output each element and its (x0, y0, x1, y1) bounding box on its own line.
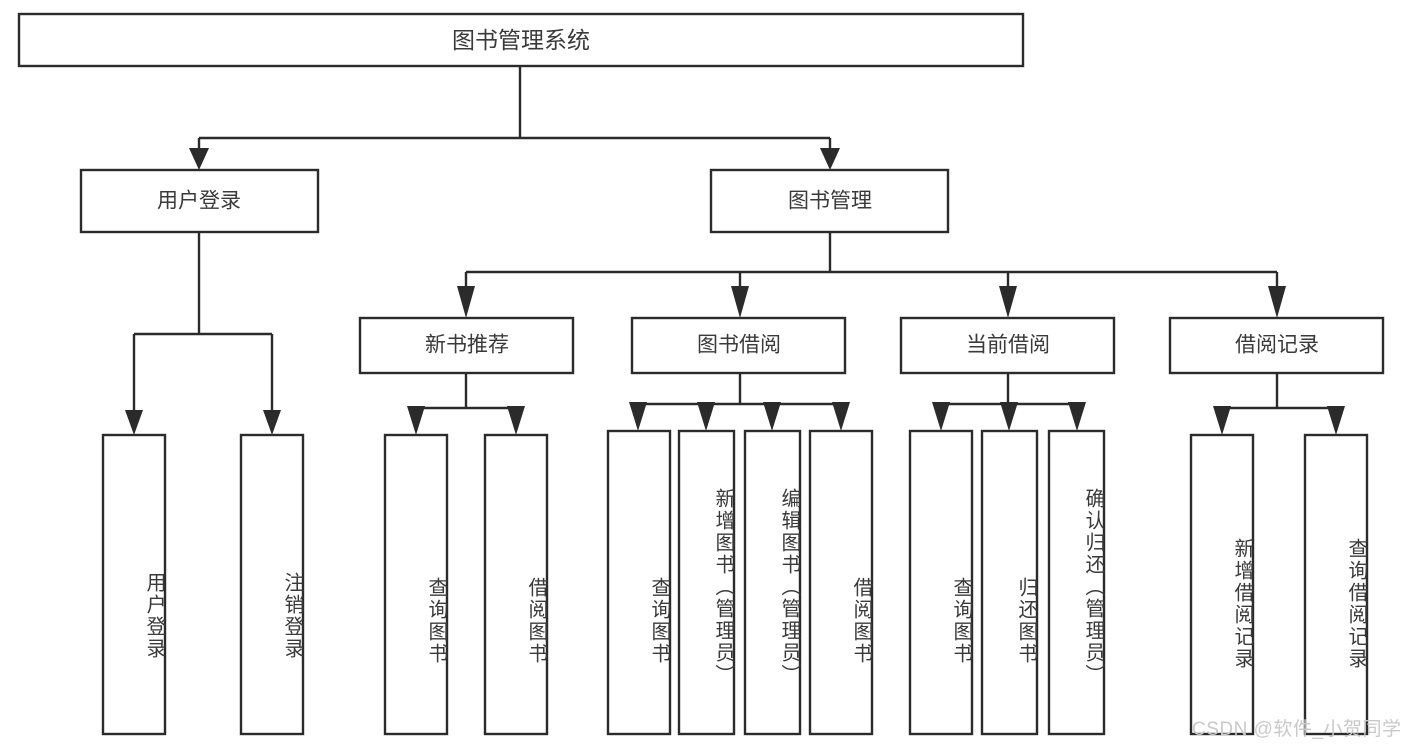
leaf-box-user-login-1[interactable] (239, 433, 305, 736)
leaf-box-current-borrow-0[interactable] (908, 429, 974, 736)
arrowhead-leaf-logout (263, 410, 281, 435)
leaf-box-book-borrow-3[interactable] (808, 429, 874, 736)
arrowhead-br-leaf-1 (1213, 406, 1231, 435)
node-borrow-record[interactable] (1168, 316, 1385, 375)
arrowhead-bb-leaf-2 (697, 402, 715, 431)
arrowhead-bb-leaf-1 (629, 402, 647, 431)
leaf-box-new-book-1[interactable] (483, 433, 549, 736)
node-root[interactable] (17, 12, 1025, 68)
leaf-box-user-login-0[interactable] (101, 433, 167, 736)
leaf-box-book-borrow-1[interactable] (677, 429, 736, 736)
horizontal-labels-layer: 图书管理系统 用户登录 图书管理 新书推荐 图书借阅 当前借阅 借阅记录 (157, 27, 1319, 356)
node-user-login[interactable] (79, 168, 320, 234)
arrowhead-borrow-record (1268, 286, 1286, 318)
arrowhead-book-borrow (731, 286, 749, 318)
node-user-login-label: 用户登录 (157, 190, 241, 213)
leaf-box-book-borrow-0[interactable] (606, 429, 672, 736)
leaf-box-borrow-record-1[interactable] (1303, 433, 1369, 736)
node-book-management-label: 图书管理 (788, 190, 872, 213)
node-current-borrow-label: 当前借阅 (966, 334, 1050, 357)
node-book-management[interactable] (709, 168, 950, 234)
arrowhead-br-leaf-2 (1327, 406, 1345, 435)
watermark-text: CSDN @软件_小贺同学 (1192, 719, 1402, 740)
node-current-borrow[interactable] (899, 316, 1116, 375)
leaf-box-current-borrow-2[interactable] (1047, 429, 1106, 736)
arrowhead-nb-leaf-1 (407, 406, 425, 435)
arrowhead-current-borrow (999, 286, 1017, 318)
arrowhead-nb-leaf-2 (507, 406, 525, 435)
node-book-borrow[interactable] (630, 316, 847, 375)
arrowhead-user-login (189, 148, 209, 170)
arrowhead-new-book (457, 286, 475, 318)
leaf-box-borrow-record-0[interactable] (1189, 433, 1255, 736)
arrowhead-bb-leaf-4 (832, 402, 850, 431)
leaf-box-book-borrow-2[interactable] (743, 429, 802, 736)
node-root-label: 图书管理系统 (452, 27, 590, 53)
arrowhead-book-mgmt (820, 148, 840, 170)
nodes-layer (17, 12, 1385, 736)
arrowhead-cb-leaf-1 (932, 402, 950, 431)
arrowhead-leaf-user-login (125, 410, 143, 435)
leaf-box-current-borrow-1[interactable] (980, 429, 1039, 736)
arrowheads-layer (125, 148, 1345, 435)
node-book-borrow-label: 图书借阅 (697, 334, 781, 357)
arrowhead-cb-leaf-2 (1000, 402, 1018, 431)
leaf-box-new-book-0[interactable] (383, 433, 449, 736)
arrowhead-cb-leaf-3 (1068, 402, 1086, 431)
node-borrow-record-label: 借阅记录 (1235, 334, 1319, 357)
arrowhead-bb-leaf-3 (763, 402, 781, 431)
node-new-book-recommend-label: 新书推荐 (425, 334, 509, 357)
node-new-book-recommend[interactable] (358, 316, 575, 375)
